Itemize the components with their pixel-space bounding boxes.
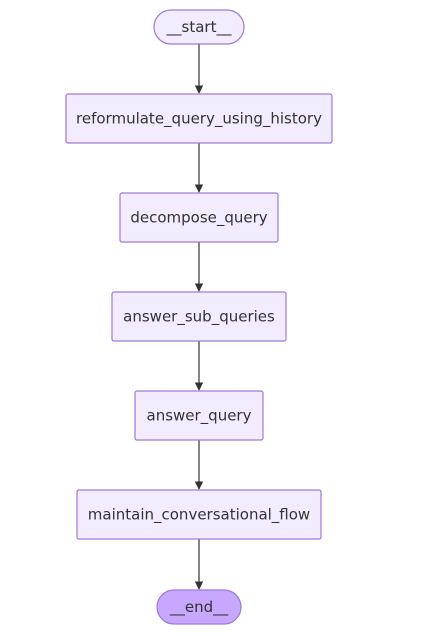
node-maintain_conversational_flow: maintain_conversational_flow (76, 489, 322, 540)
node-box-decompose_query (119, 192, 279, 243)
node-box-reformulate_query_using_history (65, 93, 333, 144)
node-box-start (153, 9, 245, 45)
node-reformulate_query_using_history: reformulate_query_using_history (65, 93, 333, 144)
node-label-decompose_query: decompose_query (130, 209, 267, 228)
node-label-answer_query: answer_query (147, 407, 252, 426)
node-label-maintain_conversational_flow: maintain_conversational_flow (88, 506, 310, 525)
node-label-reformulate_query_using_history: reformulate_query_using_history (76, 110, 322, 129)
node-answer_sub_queries: answer_sub_queries (111, 291, 287, 342)
node-box-answer_query (134, 390, 264, 441)
nodes-layer: __start__ reformulate_query_using_history… (65, 9, 333, 625)
node-end: __end__ (156, 589, 242, 625)
node-answer_query: answer_query (134, 390, 264, 441)
node-box-answer_sub_queries (111, 291, 287, 342)
node-box-end (156, 589, 242, 625)
node-start: __start__ (153, 9, 245, 45)
node-label-answer_sub_queries: answer_sub_queries (123, 308, 275, 327)
node-label-start: __start__ (166, 18, 232, 37)
node-decompose_query: decompose_query (119, 192, 279, 243)
node-label-end: __end__ (169, 598, 229, 617)
node-box-maintain_conversational_flow (76, 489, 322, 540)
